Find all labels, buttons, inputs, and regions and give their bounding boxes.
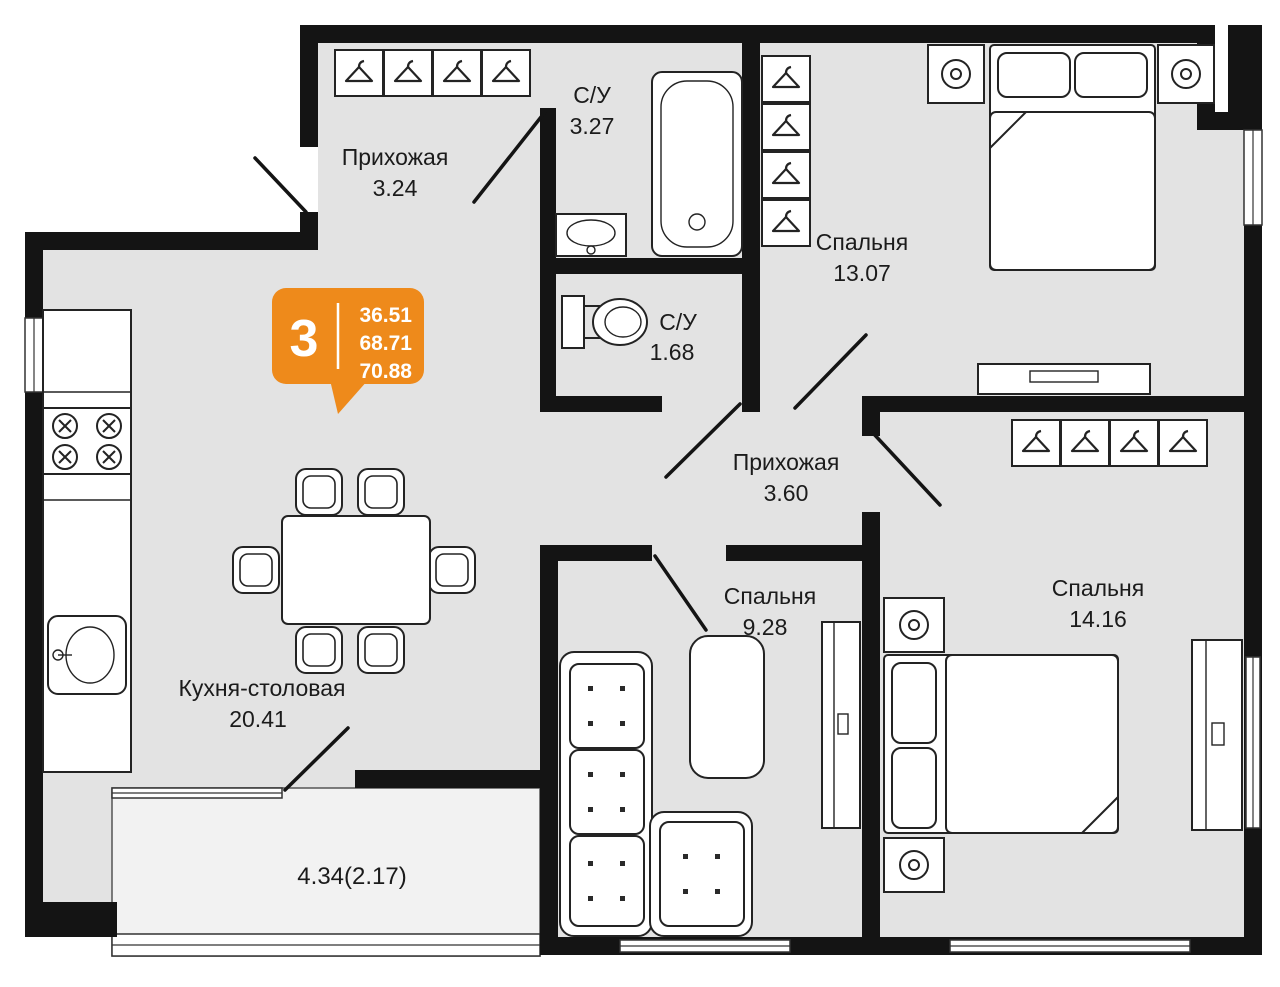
badge-area-total: 68.71 xyxy=(359,332,412,355)
entry-door-swing xyxy=(253,156,308,214)
hanger-icon xyxy=(335,50,383,96)
room-label-wc-area: 1.68 xyxy=(650,339,695,365)
bathroom-door-swing xyxy=(472,110,547,204)
burner-icon xyxy=(52,444,78,470)
lamp-icon xyxy=(1171,59,1201,89)
hanger-icon xyxy=(433,50,481,96)
room-label-bedroom-13-name: Спальня xyxy=(816,229,908,255)
room-label-bathroom-area: 3.27 xyxy=(570,113,615,139)
bedroom-13-bed xyxy=(989,44,1156,271)
lamp-icon xyxy=(899,850,929,880)
room-label-bedroom-13-area: 13.07 xyxy=(833,260,891,286)
balcony: 4.34(2.17) xyxy=(111,787,541,957)
bedroom-13-dresser xyxy=(977,363,1151,395)
dining-table-set xyxy=(232,468,476,674)
chair xyxy=(357,626,405,674)
blanket xyxy=(945,654,1119,834)
hanger-icon xyxy=(384,50,432,96)
bathtub xyxy=(651,71,743,257)
bathroom-sink xyxy=(555,213,627,257)
hanger-icon xyxy=(762,56,810,102)
lamp-icon xyxy=(899,610,929,640)
balcony-door-swing xyxy=(283,726,350,792)
room-label-bedroom-9-area: 9.28 xyxy=(743,614,788,640)
hallway-wardrobe xyxy=(335,50,530,96)
room-label-bedroom-14-name: Спальня xyxy=(1052,575,1144,601)
walls xyxy=(25,25,1262,955)
doors xyxy=(253,110,942,792)
room-label-hallway-1-name: Прихожая xyxy=(342,144,449,170)
bedroom-13-wardrobe xyxy=(762,56,810,246)
room-label-hallway-1-area: 3.24 xyxy=(373,175,418,201)
chair xyxy=(428,546,476,594)
dining-table xyxy=(281,515,431,625)
room-label-bathroom-name: С/У xyxy=(573,82,611,108)
hanger-icon xyxy=(762,200,810,246)
bedroom-13-nightstand-left xyxy=(927,44,985,104)
bedroom-9-wardrobe xyxy=(821,621,861,829)
bedroom-9-sofa xyxy=(559,651,753,937)
room-label-bedroom-9-name: Спальня xyxy=(724,583,816,609)
pillow xyxy=(1074,52,1148,98)
badge-background xyxy=(272,288,424,384)
pillow xyxy=(891,747,937,829)
kitchen-counter xyxy=(42,309,132,773)
bedroom-14-bed xyxy=(883,654,1119,834)
chair xyxy=(357,468,405,516)
burner-icon xyxy=(96,413,122,439)
lamp-icon xyxy=(941,59,971,89)
window-bedroom-9-bottom xyxy=(619,939,791,953)
window-bedroom-14-right xyxy=(1245,656,1261,829)
bedroom-14-wardrobe xyxy=(1012,420,1207,466)
bedroom-14-nightstand-top xyxy=(883,597,945,653)
burner-icon xyxy=(96,444,122,470)
stove xyxy=(42,407,132,475)
room-label-wc-name: С/У xyxy=(659,309,697,335)
hanger-icon xyxy=(1012,420,1060,466)
window-bedroom-14-bottom xyxy=(949,939,1191,953)
windows xyxy=(24,129,1263,953)
area-badge: 3 36.51 68.71 70.88 xyxy=(272,288,424,414)
window-bedroom-13-right xyxy=(1243,129,1263,226)
hanger-icon xyxy=(1159,420,1207,466)
bedroom-14-door-swing xyxy=(870,430,942,507)
chair xyxy=(295,468,343,516)
bedroom-14-wardrobe-tall xyxy=(1191,639,1243,831)
balcony-dimension-label: 4.34(2.17) xyxy=(297,863,406,890)
bedroom-13-nightstand-right xyxy=(1157,44,1215,104)
chair xyxy=(295,626,343,674)
hanger-icon xyxy=(482,50,530,96)
kitchen-sink xyxy=(47,615,127,695)
hanger-icon xyxy=(1110,420,1158,466)
room-label-bedroom-14-area: 14.16 xyxy=(1069,606,1127,632)
badge-room-count: 3 xyxy=(290,310,319,368)
hanger-icon xyxy=(762,104,810,150)
pillow xyxy=(891,662,937,744)
room-labels: Прихожая 3.24 С/У 3.27 Спальня 13.07 С/У… xyxy=(179,82,1145,732)
badge-area-full: 70.88 xyxy=(359,360,412,383)
hanger-icon xyxy=(762,152,810,198)
badge-pointer xyxy=(330,380,368,414)
badge-area-living: 36.51 xyxy=(359,304,412,327)
hanger-icon xyxy=(1061,420,1109,466)
bedroom-13-door-swing xyxy=(793,333,868,410)
room-label-kitchen-area: 20.41 xyxy=(229,706,287,732)
toilet xyxy=(561,295,648,349)
window-kitchen-left xyxy=(24,317,44,393)
blanket xyxy=(989,111,1156,271)
bedroom-9-door-swing xyxy=(653,554,708,632)
room-label-hallway-2-area: 3.60 xyxy=(764,480,809,506)
wc-door-swing xyxy=(664,402,742,479)
room-label-hallway-2-name: Прихожая xyxy=(733,449,840,475)
burner-icon xyxy=(52,413,78,439)
chair xyxy=(232,546,280,594)
bedroom-14-nightstand-bottom xyxy=(883,837,945,893)
room-label-kitchen-name: Кухня-столовая xyxy=(179,675,346,701)
pillow xyxy=(997,52,1071,98)
bedroom-9-coffee-table xyxy=(689,635,765,779)
